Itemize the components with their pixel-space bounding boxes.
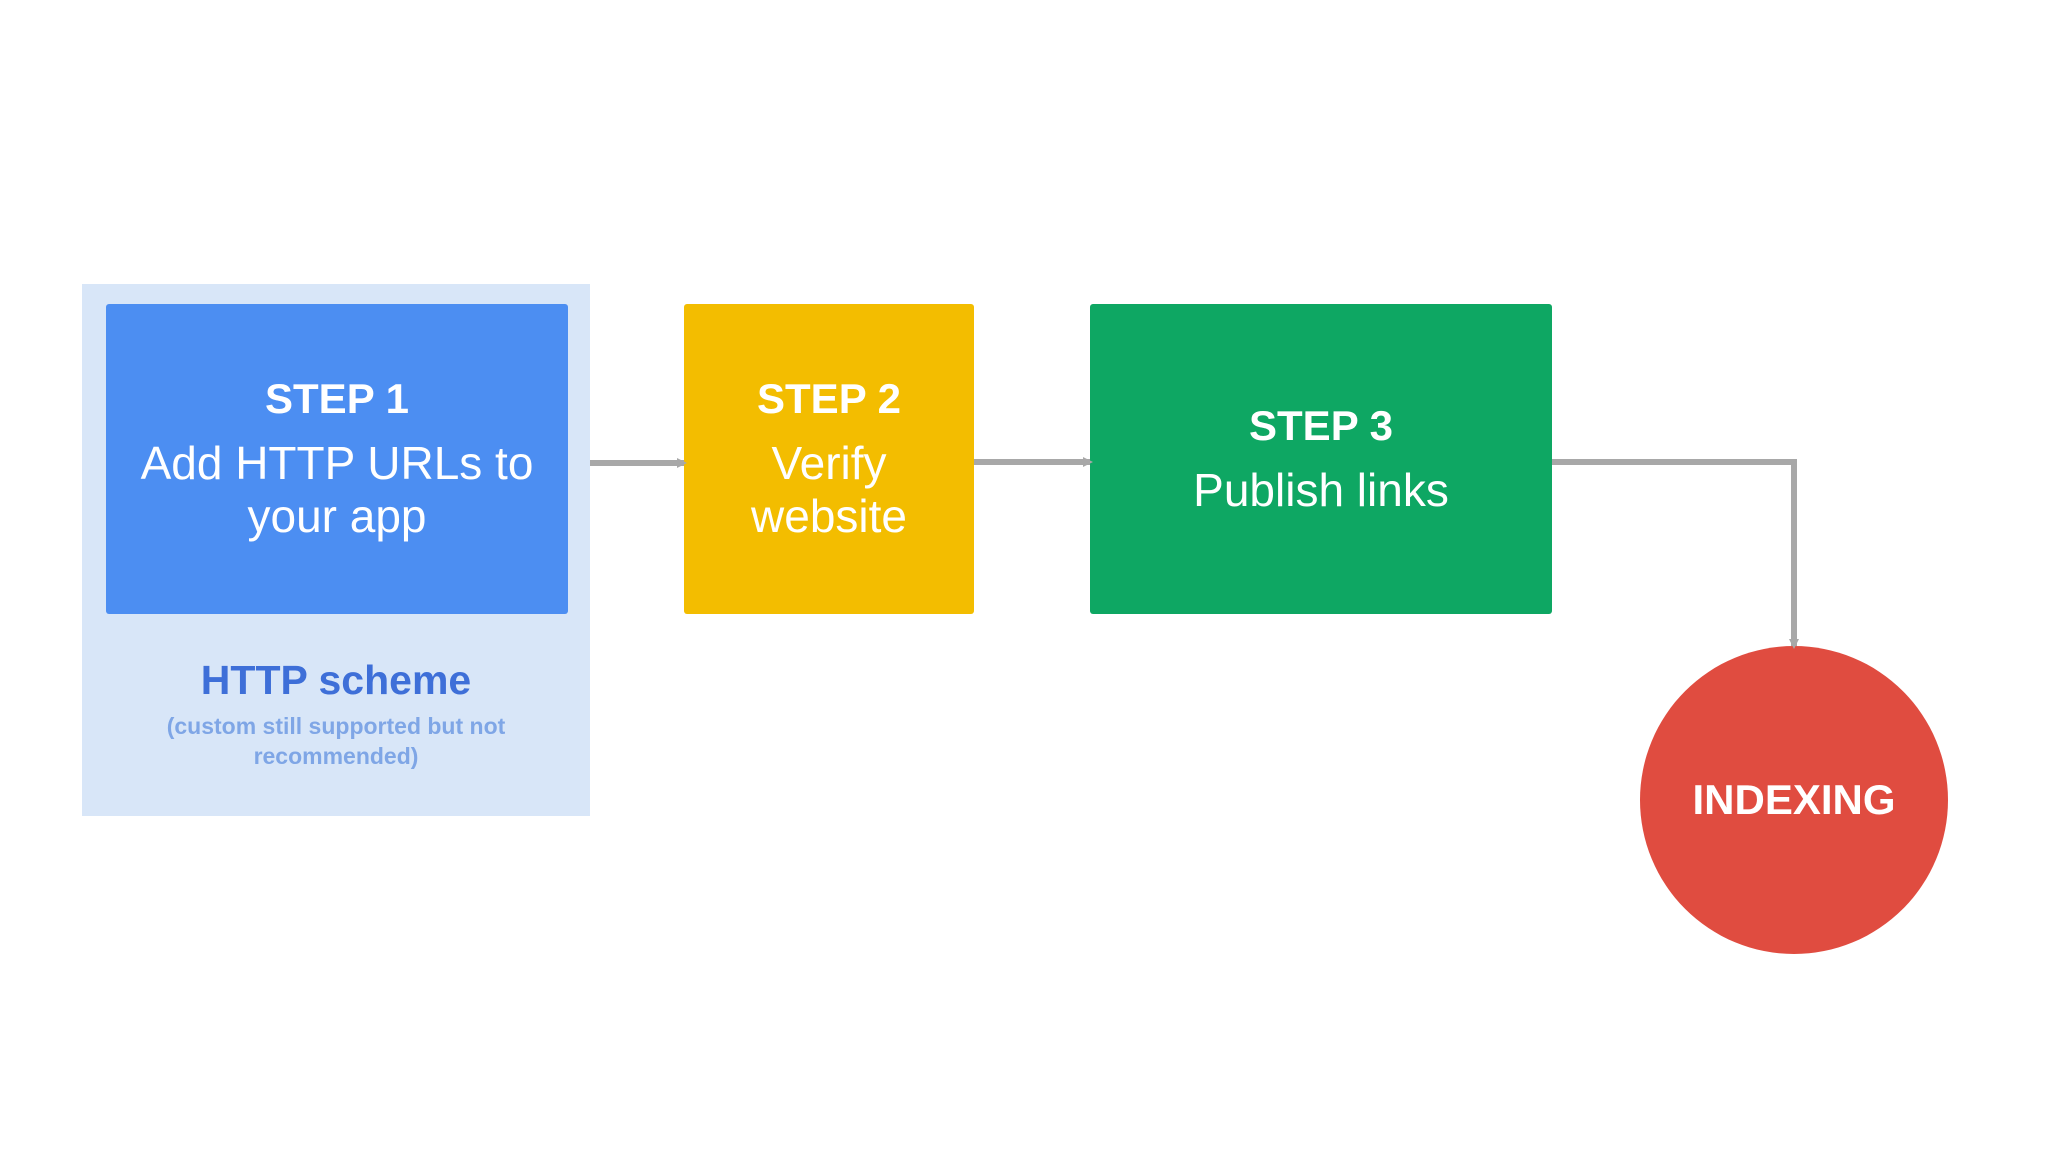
- step-3-box: STEP 3 Publish links: [1090, 304, 1552, 614]
- arrow-step3-to-indexing: [1552, 459, 1799, 649]
- step-3-text: Publish links: [1193, 463, 1449, 516]
- step-2-text: Verify website: [751, 436, 907, 543]
- http-scheme-title: HTTP scheme: [200, 657, 472, 703]
- step-1-title: STEP 1: [265, 375, 409, 423]
- step-3-title: STEP 3: [1249, 402, 1393, 450]
- indexing-label: INDEXING: [1692, 776, 1896, 823]
- step-1-text: Add HTTP URLs to your app: [140, 436, 534, 543]
- indexing-circle: INDEXING: [1640, 646, 1948, 954]
- step-2-box: STEP 2 Verify website: [684, 304, 974, 614]
- step-2-title: STEP 2: [757, 375, 901, 423]
- http-scheme-note: (custom still supported but not recommen…: [166, 713, 506, 769]
- step-1-box: STEP 1 Add HTTP URLs to your app: [106, 304, 568, 614]
